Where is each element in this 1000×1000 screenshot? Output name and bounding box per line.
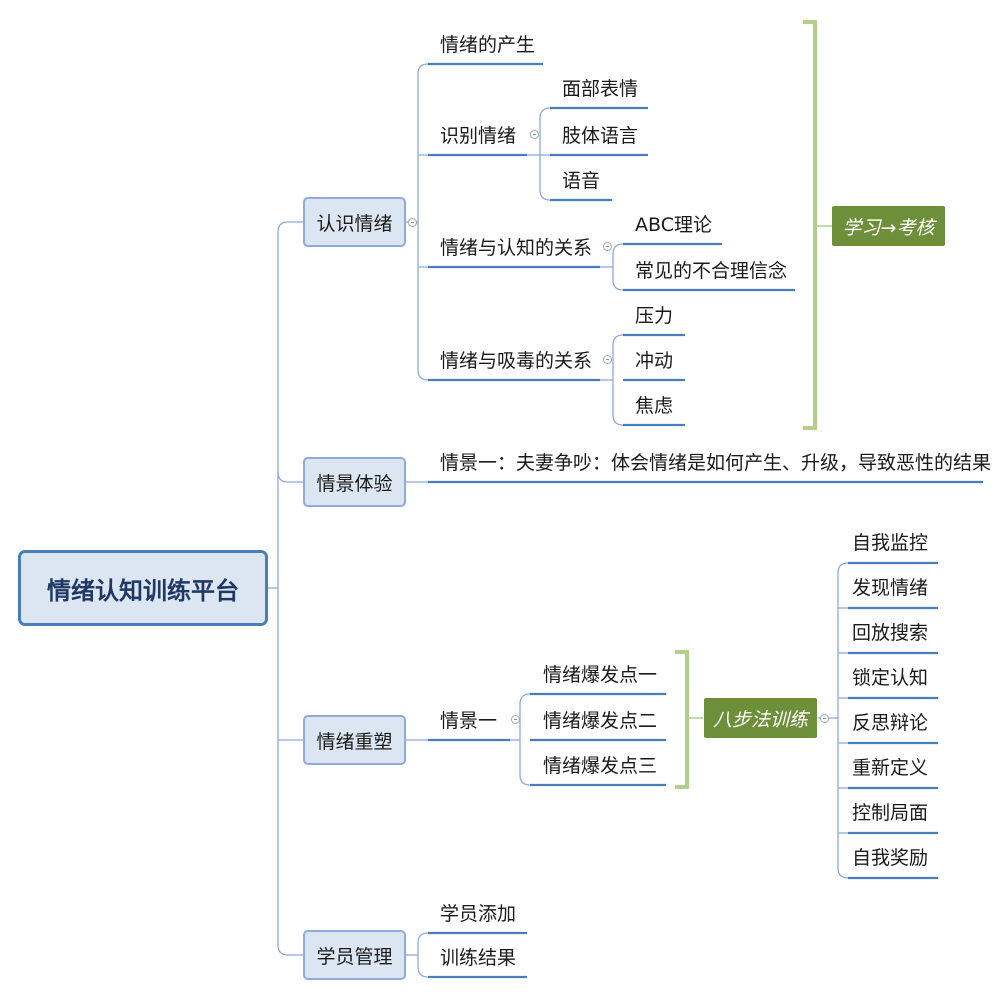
node-add-student[interactable]: 学员添加 xyxy=(440,903,517,925)
collapse-toggle-icon[interactable] xyxy=(820,714,829,723)
branch-scenario-experience[interactable]: 情景体验 xyxy=(303,457,406,507)
node-scenario-couple-quarrel[interactable]: 情景一：夫妻争吵：体会情绪是如何产生、升级，导致恶性的结果 xyxy=(440,452,992,474)
node-emotion-drugs[interactable]: 情绪与吸毒的关系 xyxy=(440,350,593,372)
node-step-control[interactable]: 控制局面 xyxy=(852,802,929,824)
node-trigger-three[interactable]: 情绪爆发点三 xyxy=(543,755,658,777)
collapse-toggle-icon[interactable] xyxy=(408,218,417,227)
node-step-self-monitor[interactable]: 自我监控 xyxy=(852,532,929,554)
node-step-reflect-debate[interactable]: 反思辩论 xyxy=(852,712,929,734)
node-body-language[interactable]: 肢体语言 xyxy=(562,125,639,147)
summary-tag-eight-step[interactable]: 八步法训练 xyxy=(704,698,817,738)
node-abc-theory[interactable]: ABC理论 xyxy=(635,214,712,236)
node-irrational-beliefs[interactable]: 常见的不合理信念 xyxy=(635,260,788,282)
collapse-toggle-icon[interactable] xyxy=(530,130,539,139)
node-scenario-one[interactable]: 情景一 xyxy=(440,710,498,732)
node-step-find-emotion[interactable]: 发现情绪 xyxy=(852,577,929,599)
node-identify-emotion[interactable]: 识别情绪 xyxy=(440,125,517,147)
node-trigger-two[interactable]: 情绪爆发点二 xyxy=(543,710,658,732)
collapse-toggle-icon[interactable] xyxy=(603,242,612,251)
node-emotion-origin[interactable]: 情绪的产生 xyxy=(440,34,536,56)
node-facial-expression[interactable]: 面部表情 xyxy=(562,78,639,100)
branch-emotion-reshape[interactable]: 情绪重塑 xyxy=(303,715,406,765)
node-trigger-one[interactable]: 情绪爆发点一 xyxy=(543,664,658,686)
summary-tag-learn-assess[interactable]: 学习→考核 xyxy=(832,206,945,246)
node-impulse[interactable]: 冲动 xyxy=(635,350,674,372)
node-anxiety[interactable]: 焦虑 xyxy=(635,395,674,417)
collapse-toggle-icon[interactable] xyxy=(603,355,612,364)
node-voice[interactable]: 语音 xyxy=(562,170,601,192)
branch-recognize-emotion[interactable]: 认识情绪 xyxy=(303,197,406,247)
node-stress[interactable]: 压力 xyxy=(635,305,674,327)
node-step-lock-cognition[interactable]: 锁定认知 xyxy=(852,667,929,689)
collapse-toggle-icon[interactable] xyxy=(511,715,520,724)
root-node[interactable]: 情绪认知训练平台 xyxy=(18,550,268,626)
node-step-replay-search[interactable]: 回放搜索 xyxy=(852,622,929,644)
bracket-learn xyxy=(803,20,817,430)
node-training-results[interactable]: 训练结果 xyxy=(440,947,517,969)
branch-student-management[interactable]: 学员管理 xyxy=(303,930,406,980)
bracket-triggers xyxy=(675,650,689,789)
node-step-self-reward[interactable]: 自我奖励 xyxy=(852,847,929,869)
node-emotion-cognition[interactable]: 情绪与认知的关系 xyxy=(440,237,593,259)
node-step-redefine[interactable]: 重新定义 xyxy=(852,757,929,779)
